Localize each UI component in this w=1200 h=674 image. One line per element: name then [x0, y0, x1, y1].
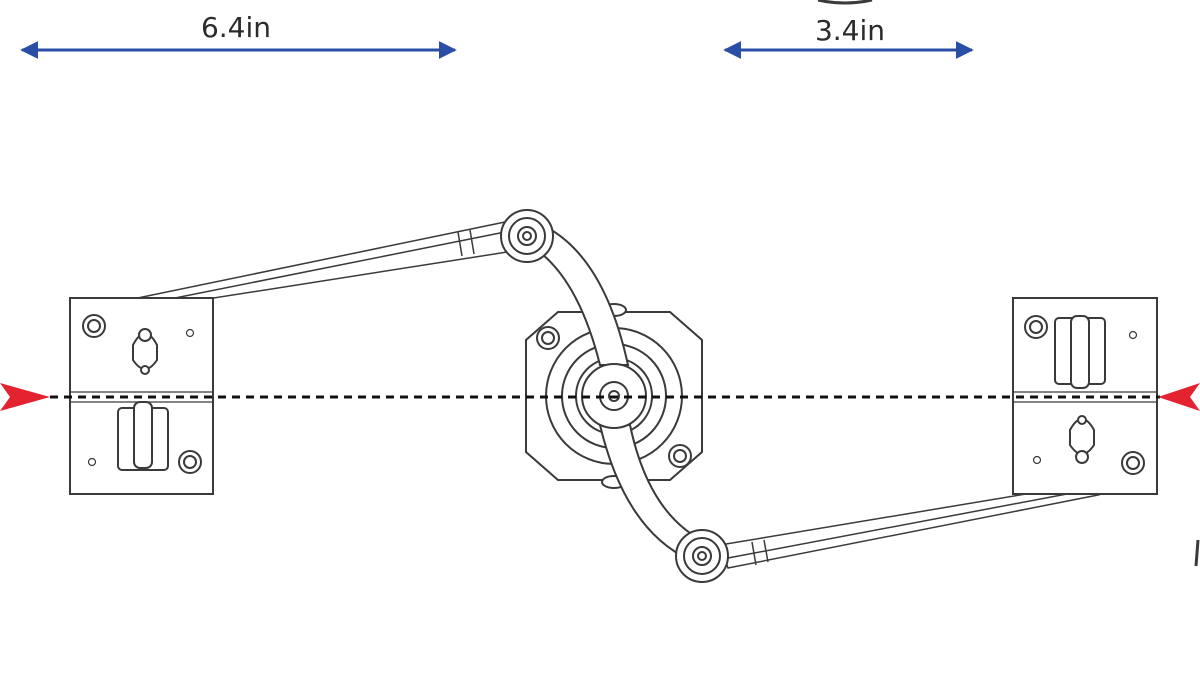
lower-pivot-joint [675, 529, 729, 583]
left-dimension: 6.4in [20, 11, 457, 59]
right-edge-fragment [1194, 539, 1200, 567]
upper-pivot-joint [500, 209, 554, 263]
right-force-arrow [1158, 383, 1200, 411]
left-dimension-label: 6.4in [201, 11, 271, 44]
upper-link-arm [125, 221, 522, 309]
right-dimension: 3.4in [723, 14, 974, 59]
top-edge-fragment [817, 0, 873, 5]
left-force-arrow [0, 383, 50, 411]
lower-link-arm [718, 484, 1101, 569]
right-dimension-label: 3.4in [815, 14, 885, 47]
